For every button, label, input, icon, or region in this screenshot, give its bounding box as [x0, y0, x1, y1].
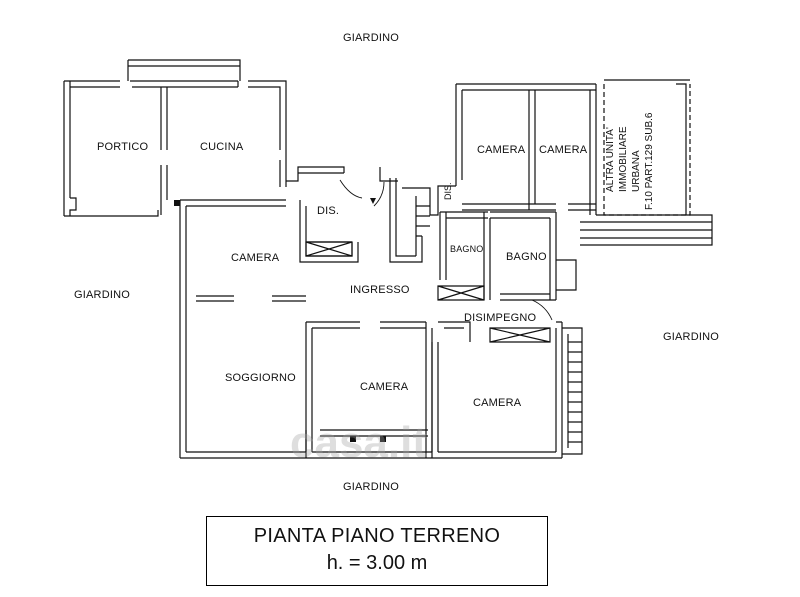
title-block: PIANTA PIANO TERRENO h. = 3.00 m [206, 516, 548, 586]
stair-steps [415, 196, 430, 256]
garden-label-right: GIARDINO [663, 331, 719, 343]
room-label-camera-s: CAMERA [360, 381, 409, 393]
wardrobe-ingresso [437, 285, 485, 301]
balcony-se [562, 327, 583, 455]
plan-title: PIANTA PIANO TERRENO [253, 525, 501, 547]
wall-ne-split [528, 90, 536, 210]
room-label-portico: PORTICO [97, 141, 149, 153]
room-label-camera-se: CAMERA [473, 397, 522, 409]
room-label-soggiorno: SOGGIORNO [225, 372, 296, 384]
room-label-dis-right: DIS. [443, 182, 453, 200]
wall-disimpegno [438, 321, 551, 343]
neighbor-note-line-4: F.10 PART.129 SUB.6 [644, 112, 655, 210]
wall-ne-bottom [462, 203, 596, 211]
garden-label-bottom: GIARDINO [343, 481, 399, 493]
wall-north-west [180, 199, 286, 210]
wall-soggiorno-camera [305, 321, 426, 458]
room-label-dis-left: DIS. [317, 205, 340, 217]
wall-camera-se [431, 321, 563, 459]
wall-portico-cucina [63, 80, 287, 216]
garden-label-top: GIARDINO [343, 32, 399, 44]
column-mark [350, 436, 356, 442]
watermark-logo: casa.it [290, 418, 427, 467]
neighbor-note-line-1: ALTRA UNITA' [605, 127, 616, 192]
room-label-ingresso: INGRESSO [350, 284, 410, 296]
plan-height: h. = 3.00 m [326, 552, 428, 574]
wall-portico-bottom [64, 197, 159, 217]
room-label-bagno-small: BAGNO [450, 244, 484, 254]
door-arc-2 [373, 181, 385, 207]
room-label-camera-ne2: CAMERA [539, 144, 588, 156]
room-label-camera-ne1: CAMERA [477, 144, 526, 156]
wall-vestibule [286, 166, 398, 182]
room-label-bagno: BAGNO [506, 251, 547, 263]
neighbor-note-line-3: URBANA [631, 150, 642, 192]
column-mark [380, 436, 386, 442]
ext-step-east [580, 214, 713, 246]
wall-stair [389, 178, 456, 263]
terrace-south [305, 429, 428, 458]
room-label-camera-w: CAMERA [231, 252, 280, 264]
wall-west [179, 200, 306, 459]
garden-label-left: GIARDINO [74, 289, 130, 301]
balcony-top [127, 59, 241, 81]
room-label-cucina: CUCINA [200, 141, 244, 153]
entry-arrow [370, 198, 376, 204]
room-label-disimpegno: DISIMPEGNO [464, 312, 537, 324]
wall-bagno-small [439, 211, 491, 300]
wall-camera-soggiorno [196, 295, 306, 302]
neighbor-outline [603, 84, 691, 216]
wall-bagno [490, 211, 577, 301]
neighbor-wall [604, 79, 690, 215]
wardrobe-dis [305, 241, 353, 257]
door-arc-1 [339, 179, 363, 199]
column-mark [174, 200, 180, 206]
door-arc-3 [531, 299, 553, 321]
neighbor-note-line-2: IMMOBILIARE [618, 126, 629, 192]
wall-cucina-left [160, 87, 168, 215]
